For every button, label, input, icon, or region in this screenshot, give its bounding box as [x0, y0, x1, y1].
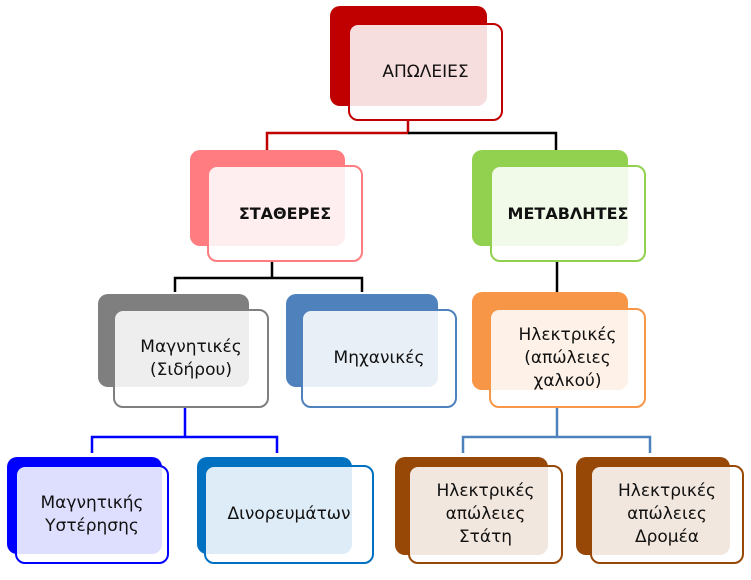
- fixed-node: ΣΤΑΘΕΡΕΣ: [207, 165, 363, 262]
- connector-root-variable: [408, 131, 558, 150]
- hysteresis-node: Μαγνητικής Υστέρησης: [15, 465, 169, 564]
- connector-magnetic-children: [90, 407, 279, 453]
- electrical-node: Ηλεκτρικές (απώλειες χαλκού): [489, 308, 646, 408]
- variable-node: ΜΕΤΑΒΛΗΤΕΣ: [490, 165, 646, 262]
- root-node: ΑΠΩΛΕΙΕΣ: [348, 23, 503, 121]
- magnetic-node: Μαγνητικές (Σιδήρου): [113, 309, 269, 408]
- stator-node: Ηλεκτρικές απώλειες Στάτη: [408, 465, 563, 564]
- connector-fixed-children: [173, 262, 364, 292]
- connector-root-fixed: [265, 121, 410, 150]
- connector-electrical-children: [461, 407, 652, 453]
- eddy-node: Δινορευμάτων: [204, 465, 374, 564]
- mechanical-node: Μηχανικές: [301, 309, 457, 408]
- rotor-node: Ηλεκτρικές απώλειες Δρομέα: [590, 465, 744, 564]
